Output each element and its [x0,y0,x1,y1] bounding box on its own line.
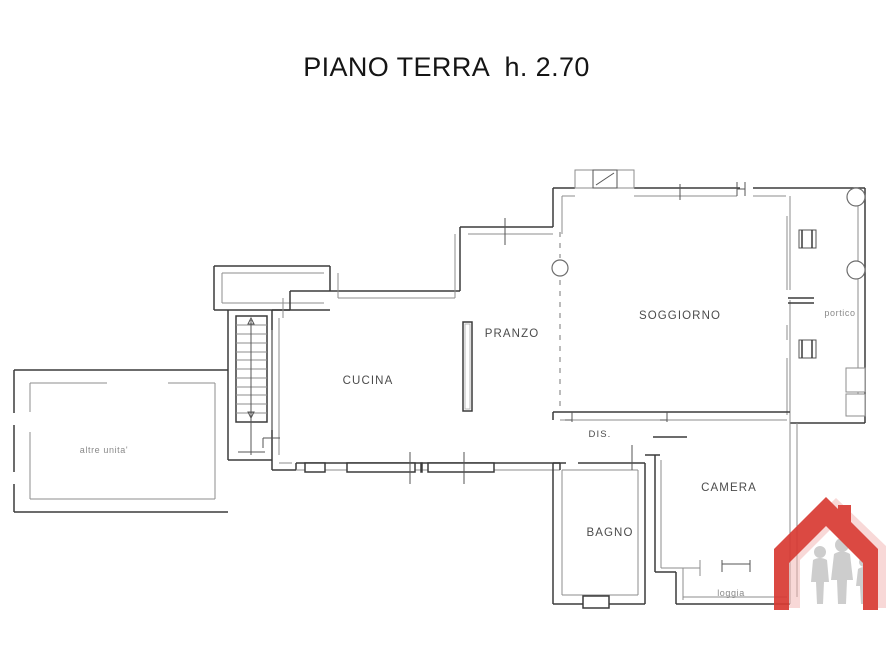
page-title: PIANO TERRA h. 2.70 [303,52,590,82]
room-label-soggiorno: SOGGIORNO [639,310,721,322]
unit-altre-unita [13,369,228,513]
stair-enclosure [227,310,273,461]
room-label-camera: CAMERA [701,482,757,494]
house-outline-icon [774,497,878,610]
room-label-bagno: BAGNO [586,527,633,539]
column-round-2 [846,260,866,280]
column-round-group [551,187,866,280]
cucina-walls [262,290,330,470]
room-label-cucina: CUCINA [343,375,394,387]
room-label-altre-unita: altre unita' [80,445,128,455]
portico-openings [786,216,866,417]
skylight-symbol [574,169,635,189]
house-family-logo [774,497,886,610]
bagno-room [552,462,646,609]
room-label-pranzo: PRANZO [485,328,540,340]
staircase [235,315,268,455]
building-outline [213,169,866,424]
pranzo-pilaster [462,321,473,412]
column-round-1 [846,187,866,207]
south-wall-windows [272,452,561,484]
soggiorno-south-wall [552,411,790,422]
room-label-disimpegno: DIS. [589,429,612,440]
room-label-portico: portico [824,308,855,318]
column-round-3 [551,259,569,277]
room-label-group: CUCINA PRANZO SOGGIORNO BAGNO CAMERA DIS… [80,308,855,598]
room-label-loggia: loggia [717,588,745,598]
disimpegno-camera [631,415,798,605]
